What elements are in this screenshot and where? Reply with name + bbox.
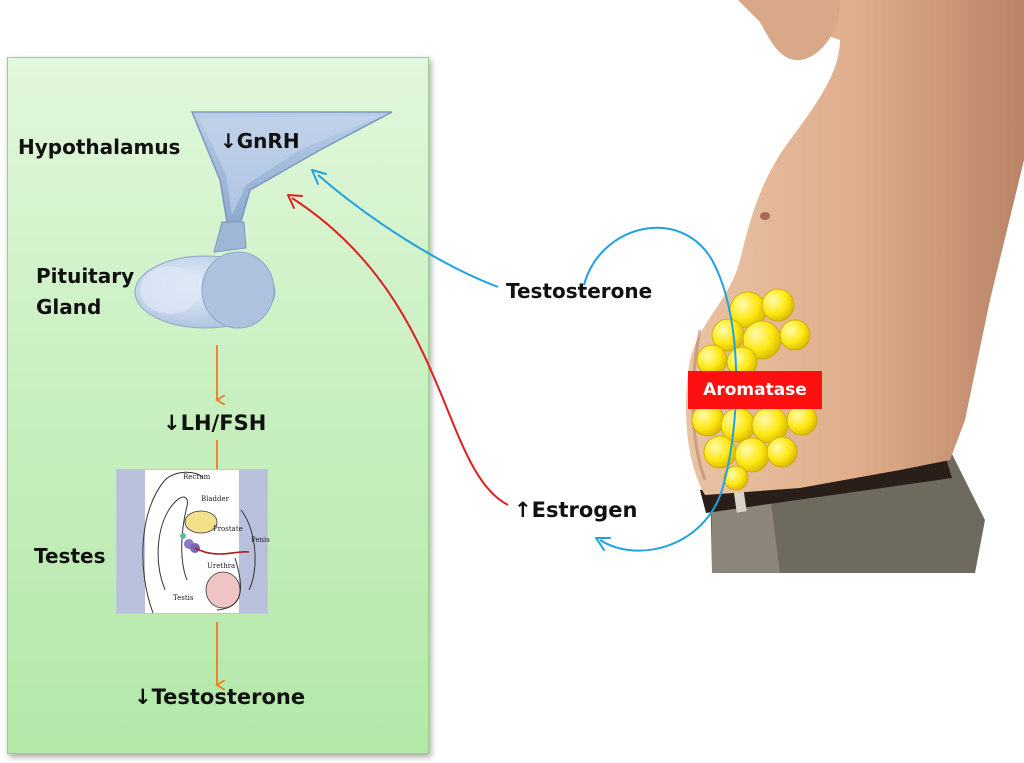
anatomy-label-prostate: Prostate: [213, 525, 243, 533]
lh-fsh-label: ↓LH/FSH: [163, 411, 267, 435]
pituitary-gland-shape: [134, 221, 276, 329]
testes-label: Testes: [34, 544, 106, 568]
fat-cells-cluster: [691, 288, 818, 491]
aromatase-label: Aromatase: [688, 371, 822, 409]
testes-anatomy-illustration: Rectum Bladder Prostate Penis Urethra Te…: [116, 469, 270, 614]
low-testosterone-label: ↓Testosterone: [134, 685, 306, 709]
hypothalamus-label: Hypothalamus: [18, 135, 181, 159]
pituitary-label-line1: Pituitary: [36, 264, 135, 288]
hypothalamus-shape: [190, 111, 393, 229]
man-torso-figure: [685, 0, 1024, 573]
anatomy-label-bladder: Bladder: [201, 495, 230, 503]
anatomy-label-penis: Penis: [251, 536, 270, 544]
anatomy-drawing: [117, 470, 267, 613]
pituitary-label-line2: Gland: [36, 295, 102, 319]
gnrh-label: ↓GnRH: [220, 129, 300, 153]
red-feedback-arrow: [287, 194, 509, 506]
blue-conversion-loop-arrow: [583, 226, 738, 552]
estrogen-label: ↑Estrogen: [514, 498, 638, 522]
anatomy-label-testis: Testis: [173, 594, 194, 602]
blue-feedback-arrow: [311, 169, 499, 288]
anatomy-label-rectum: Rectum: [183, 473, 211, 481]
testosterone-label: Testosterone: [506, 279, 653, 303]
anatomy-label-urethra: Urethra: [207, 562, 236, 570]
